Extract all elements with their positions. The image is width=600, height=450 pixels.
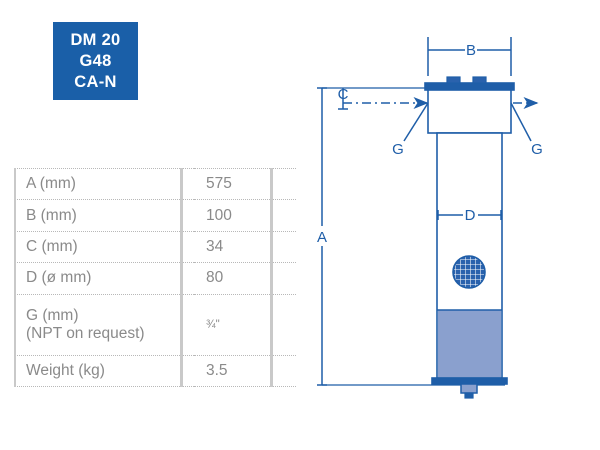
spec-value-fraction: ¾"	[206, 319, 220, 332]
badge-line-1: DM 20	[70, 31, 121, 49]
label-a: A	[317, 229, 327, 246]
specification-table: A (mm) 575 B (mm) 100 C (mm) 34 D (ø mm)…	[14, 167, 296, 388]
spec-value: 34	[194, 230, 296, 264]
dimension-d	[437, 210, 502, 220]
leader-g-left	[403, 102, 429, 142]
spec-label-text: G (mm)	[26, 306, 79, 324]
filter-element-icon	[452, 255, 486, 289]
label-d: D	[465, 207, 476, 224]
table-row: D (ø mm) 80	[14, 262, 296, 295]
table-row: A (mm) 575	[14, 167, 296, 201]
table-middle-rail	[180, 168, 183, 387]
spec-label: A (mm)	[14, 167, 194, 201]
label-c: C	[338, 86, 349, 103]
spec-label-text: Weight (kg)	[26, 361, 105, 379]
badge-line-2: G48	[79, 52, 112, 70]
dimension-b	[427, 37, 512, 76]
spec-label: D (ø mm)	[14, 262, 194, 295]
table-row: B (mm) 100	[14, 199, 296, 232]
product-code-badge: DM 20 G48 CA-N	[53, 22, 138, 100]
spec-label-note: (NPT on request)	[26, 324, 145, 342]
head-port-left	[446, 76, 461, 84]
table-row: C (mm) 34	[14, 230, 296, 264]
spec-value: 80	[194, 262, 296, 295]
table-left-rail	[14, 168, 16, 387]
spec-label-text: D (ø mm)	[26, 269, 92, 287]
spec-value: 100	[194, 199, 296, 232]
spec-label-text: C (mm)	[26, 237, 78, 255]
spec-label-text: B (mm)	[26, 206, 77, 224]
table-row: Weight (kg) 3.5	[14, 354, 296, 388]
leader-g-right	[510, 102, 532, 142]
housing-head-rim	[424, 82, 515, 91]
label-g-left: G	[392, 141, 404, 158]
spec-label: G (mm) (NPT on request)	[14, 293, 194, 356]
housing-base-plate	[431, 377, 508, 385]
spec-label-text: A (mm)	[26, 175, 76, 193]
spec-label: C (mm)	[14, 230, 194, 264]
technical-drawing: B A C D G G	[295, 14, 595, 414]
spec-value: ¾"	[194, 293, 296, 356]
table-row: G (mm) (NPT on request) ¾"	[14, 293, 296, 356]
label-b: B	[466, 42, 476, 59]
housing-head	[427, 88, 512, 134]
bowl-liquid-fill	[438, 310, 501, 377]
spec-value: 575	[194, 167, 296, 201]
table-right-rail	[270, 168, 273, 387]
drain-valve	[460, 383, 478, 394]
badge-line-3: CA-N	[74, 73, 117, 91]
spec-value: 3.5	[194, 354, 296, 388]
label-g-right: G	[531, 141, 543, 158]
dimension-c	[338, 88, 429, 110]
drain-outlet	[464, 392, 474, 399]
spec-label: Weight (kg)	[14, 354, 194, 388]
head-port-right	[472, 76, 487, 84]
spec-label: B (mm)	[14, 199, 194, 232]
